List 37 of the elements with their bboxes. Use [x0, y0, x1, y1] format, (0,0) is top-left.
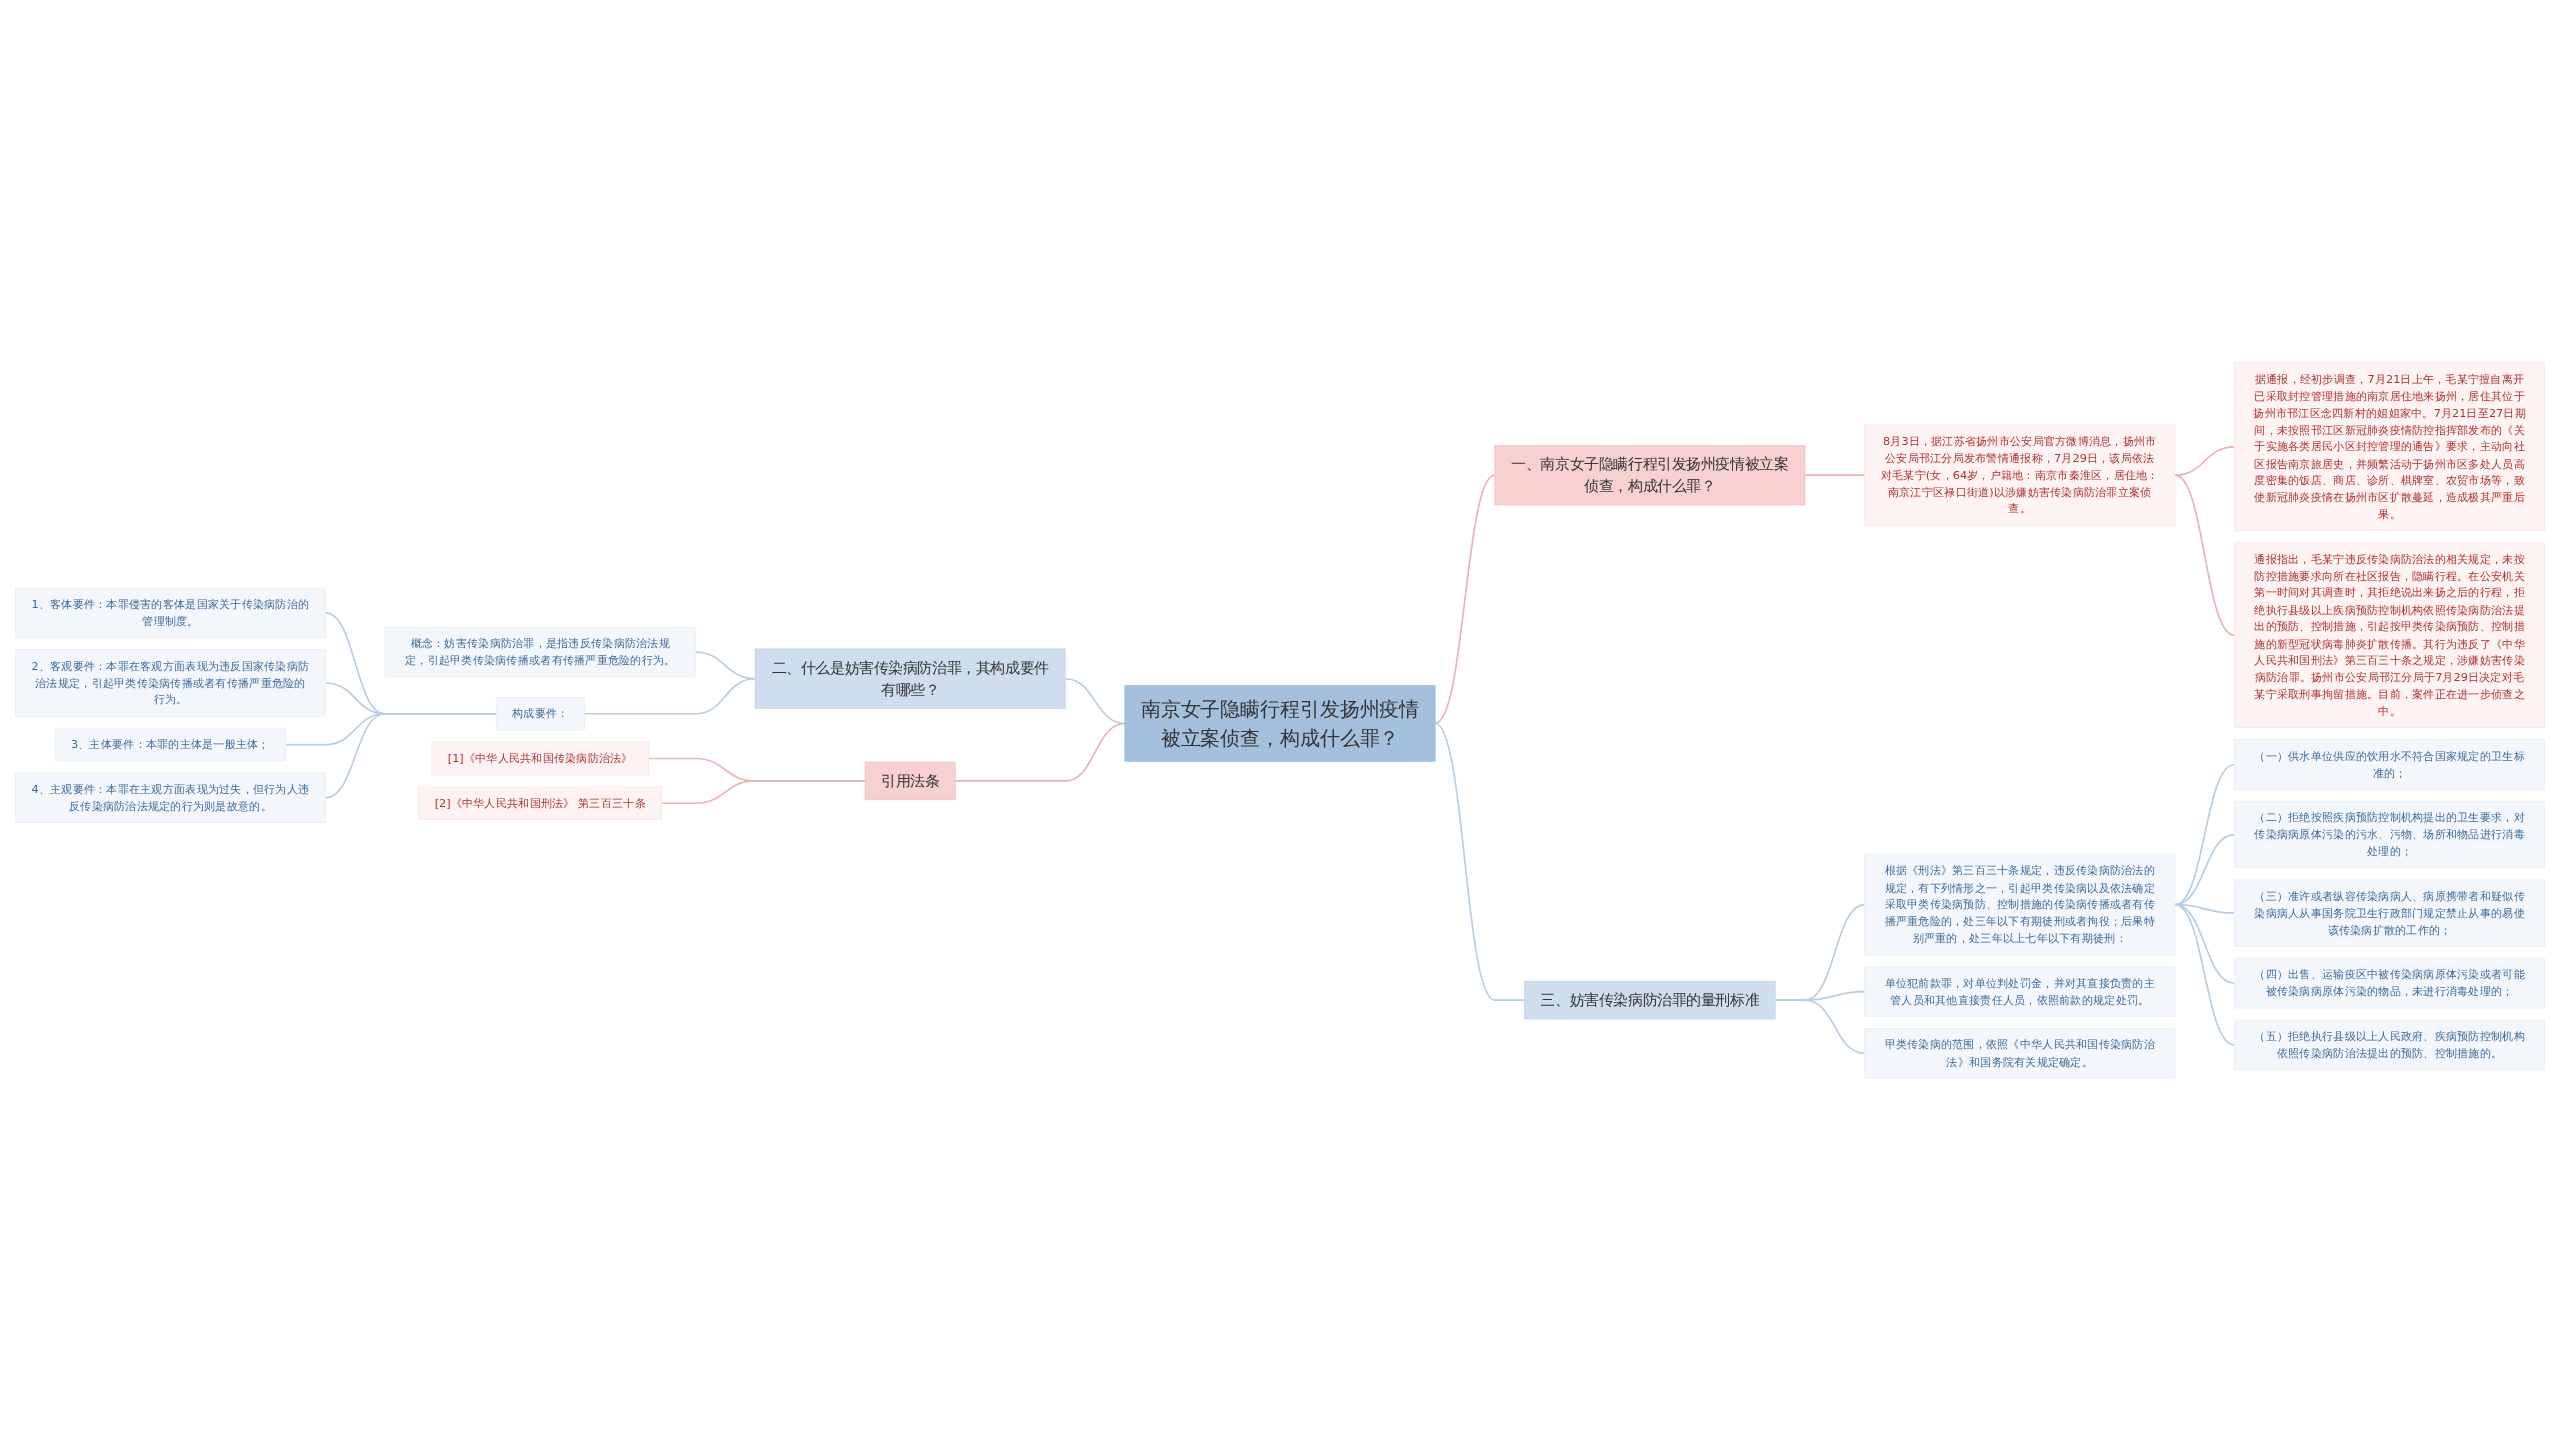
- node-box: 三、妨害传染病防治罪的量刑标准: [1524, 980, 1776, 1020]
- connector: [2174, 446, 2236, 476]
- connector: [583, 677, 756, 715]
- node-box: 南京女子隐瞒行程引发扬州疫情被立案侦查，构成什么罪？: [1124, 685, 1436, 762]
- connector: [1434, 474, 1496, 725]
- node-box: 1、客体要件：本罪侵害的客体是国家关于传染病防治的管理制度。: [14, 587, 326, 639]
- connector: [1774, 999, 1866, 1055]
- node-box: 据通报，经初步调查，7月21日上午，毛某宁擅自离开已采取封控管理措施的南京居住地来扬州，居住其位于扬州市邗江区念四新村的姐姐家中。7月21日至27日期间，未按照邗江区新冠肺炎疫情防控指挥部发布的《关于实施各类居民小区封控管理的通告》要求，主动向社区报告南京旅居史，并频繁活动于扬州市区多处人员高度密集的饭店、商店、诊所、棋牌室、农贸市场等，致使新冠肺炎疫情在扬州市区扩散蔓延，造成极其严重后果。: [2234, 362, 2546, 532]
- node-box: （四）出售、运输疫区中被传染病病原体污染或者可能被传染病病原体污染的物品，未进行消毒处理的；: [2234, 958, 2546, 1009]
- node-box: 8月3日，据江苏省扬州市公安局官方微博消息，扬州市公安局邗江分局发布警情通报称，7月29日，该局依法对毛某宁(女，64岁，户籍地：南京市秦淮区，居住地：南京江宁区禄口街道)以涉嫌妨害传染病防治罪立案侦查。: [1864, 424, 2176, 526]
- node-box: 根据《刑法》第三百三十条规定，违反传染病防治法的规定，有下列情形之一，引起甲类传染病以及依法确定采取甲类传染病预防、控制措施的传染病传播或者有传播严重危险的，处三年以下有期徒刑或者拘役；后果特别严重的，处三年以上七年以下有期徒刑：: [1864, 854, 2176, 956]
- connector: [2174, 763, 2236, 906]
- connector: [2174, 474, 2236, 637]
- connector: [324, 712, 497, 799]
- connector: [1804, 474, 1866, 476]
- node-box: （一）供水单位供应的饮用水不符合国家规定的卫生标准的；: [2234, 739, 2546, 790]
- node-box: （二）拒绝按照疾病预防控制机构提出的卫生要求，对传染病病原体污染的污水、污物、场所和物品进行消毒处理的；: [2234, 800, 2546, 869]
- node-box: 2、客观要件：本罪在客观方面表现为违反国家传染病防治法规定，引起甲类传染病传播或者有传播严重危险的行为。: [14, 649, 326, 717]
- node-box: 一、南京女子隐瞒行程引发扬州疫情被立案侦查，构成什么罪？: [1494, 445, 1806, 506]
- node-box: [2]《中华人民共和国刑法》 第三百三十条: [418, 786, 663, 820]
- node-box: 甲类传染病的范围，依照《中华人民共和国传染病防治法》和国务院有关规定确定。: [1864, 1028, 2176, 1079]
- node-box: 通报指出，毛某宁违反传染病防治法的相关规定，未按防控措施要求向所在社区报告，隐瞒行程。在公安机关第一时间对其调查时，其拒绝说出来扬之后的行程，拒绝执行县级以上疾病预防控制机构依照传染病防治法提出的预防、控制措施，引起按甲类传染病预防、控制措施的新型冠状病毒肺炎扩散传播。其行为违反了《中华人民共和国刑法》第三百三十条之规定，涉嫌妨害传染病防治罪。扬州市公安局邗江分局于7月29日决定对毛某宁采取刑事拘留措施。目前，案件正在进一步侦查之中。: [2234, 542, 2546, 729]
- connector: [1064, 677, 1126, 725]
- node-box: [1]《中华人民共和国传染病防治法》: [431, 741, 649, 776]
- node-box: 4、主观要件：本罪在主观方面表现为过失，但行为人违反传染病防治法规定的行为则是故意的。: [14, 772, 326, 823]
- node-box: 3、主体要件：本罪的主体是一般主体；: [54, 727, 286, 762]
- node-box: 单位犯前款罪，对单位判处罚金，并对其直接负责的主管人员和其他直接责任人员，依照前款的规定处罚。: [1864, 966, 2176, 1017]
- node-box: （三）准许或者纵容传染病病人、病原携带者和疑似传染病病人从事国务院卫生行政部门规定禁止从事的易使该传染病扩散的工作的；: [2234, 879, 2546, 947]
- node-box: （五）拒绝执行县级以上人民政府、疾病预防控制机构依照传染病防治法提出的预防、控制措施的。: [2234, 1019, 2546, 1071]
- node-box: 构成要件：: [495, 697, 585, 731]
- connector: [2174, 833, 2236, 906]
- connector: [954, 722, 1126, 782]
- connector: [1434, 722, 1526, 1001]
- node-box: 引用法条: [864, 761, 956, 801]
- node-box: 二、什么是妨害传染病防治罪，其构成要件有哪些？: [754, 648, 1066, 709]
- connector: [660, 780, 866, 805]
- node-box: 概念：妨害传染病防治罪，是指违反传染病防治法规定，引起甲类传染病传播或者有传播严重危险的行为。: [384, 626, 696, 678]
